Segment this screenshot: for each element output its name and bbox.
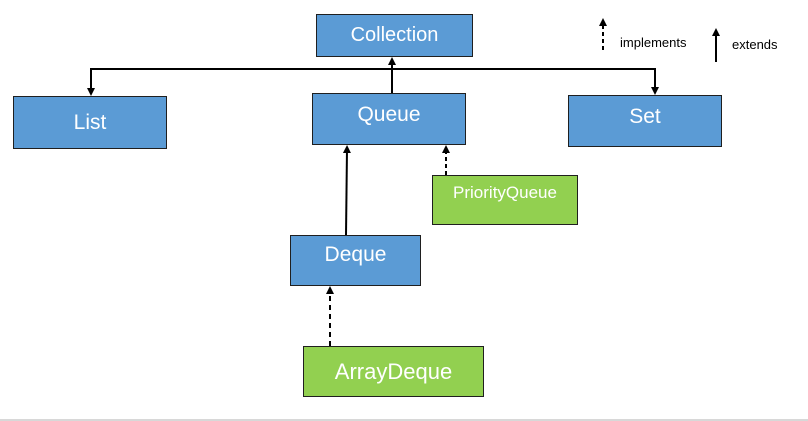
node-set-label: Set bbox=[629, 105, 661, 128]
node-deque-label: Deque bbox=[324, 242, 387, 266]
node-priorityqueue: PriorityQueue bbox=[432, 175, 578, 225]
node-deque: Deque bbox=[290, 235, 421, 286]
node-queue: Queue bbox=[312, 93, 466, 145]
legend-extends-label: extends bbox=[732, 37, 778, 52]
legend-implements-label: implements bbox=[620, 35, 687, 50]
node-queue-label: Queue bbox=[357, 103, 421, 126]
node-priorityqueue-label: PriorityQueue bbox=[453, 183, 557, 202]
bottom-divider bbox=[0, 419, 808, 421]
node-arraydeque-label: ArrayDeque bbox=[334, 358, 453, 384]
node-collection-label: Collection bbox=[350, 24, 439, 46]
node-list: List bbox=[13, 96, 167, 149]
extends-arrow-list-to-collection bbox=[87, 68, 392, 96]
extends-arrow-deque-to-queue bbox=[342, 145, 351, 236]
node-list-label: List bbox=[73, 110, 107, 134]
node-set: Set bbox=[568, 95, 722, 147]
node-collection: Collection bbox=[316, 14, 473, 57]
node-arraydeque: ArrayDeque bbox=[303, 346, 484, 397]
extends-arrow-set-to-collection bbox=[392, 68, 659, 95]
